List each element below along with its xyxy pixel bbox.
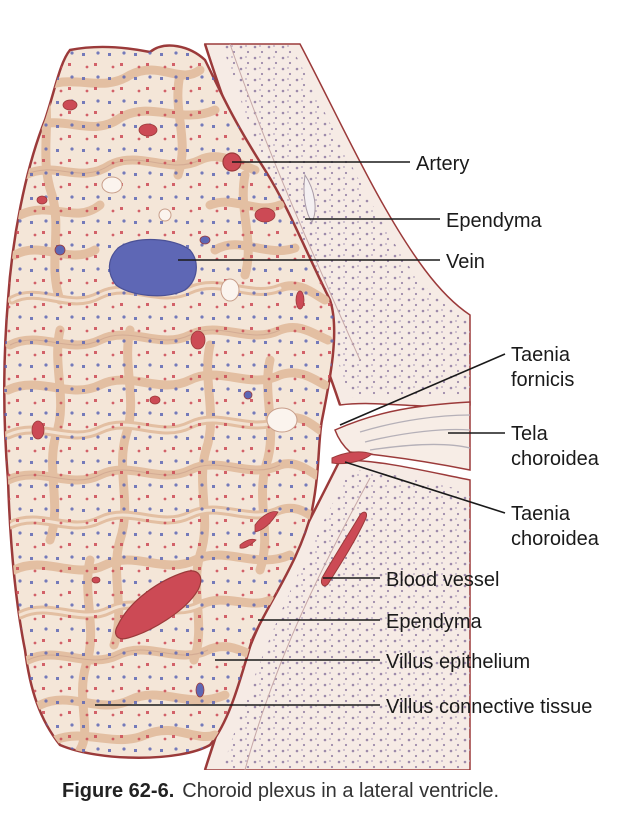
label-villus-epithelium: Villus epithelium <box>386 651 530 673</box>
label-tela-choroidea-line1: Tela <box>511 423 549 445</box>
label-ependyma-bottom: Ependyma <box>386 611 482 633</box>
label-vein: Vein <box>446 251 485 273</box>
central-vessel-shape <box>115 570 202 640</box>
tela-choroidea-fibers <box>359 414 471 451</box>
leader-taenia-fornicis <box>339 353 506 426</box>
figure-number: Figure 62-6. <box>62 780 175 802</box>
label-villus-connective-tissue: Villus connective tissue <box>386 696 592 718</box>
small-vessels <box>31 99 305 698</box>
figure-caption: Figure 62-6. Choroid plexus in a lateral … <box>62 780 499 803</box>
stroma-clear-spaces <box>101 176 298 433</box>
label-taenia-choroidea-line1: Taenia <box>511 503 571 525</box>
label-artery: Artery <box>416 153 469 175</box>
upper-wall-inner-line <box>229 43 361 361</box>
leader-taenia-choroidea <box>344 461 506 514</box>
leader-lines <box>95 161 506 706</box>
vein-shape <box>108 238 197 297</box>
choroid-plexus-figure: Artery Ependyma Vein Taenia fornicis Tel… <box>3 43 600 770</box>
label-ependyma-top: Ependyma <box>446 210 542 232</box>
label-blood-vessel: Blood vessel <box>386 569 499 591</box>
label-taenia-choroidea-line2: choroidea <box>511 528 600 550</box>
figure-caption-text: Choroid plexus in a lateral ventricle. <box>182 780 500 802</box>
upper-wall-capillary <box>303 173 316 223</box>
label-taenia-fornicis-line1: Taenia <box>511 344 571 366</box>
taenia-choroidea-shape <box>331 451 374 465</box>
blood-vessel-shape <box>321 511 367 587</box>
lower-wall-inner-line <box>244 477 371 770</box>
ventricle-wall-upper-texture <box>222 44 470 398</box>
label-tela-choroidea-line2: choroidea <box>511 448 600 470</box>
label-taenia-fornicis-line2: fornicis <box>511 369 574 391</box>
